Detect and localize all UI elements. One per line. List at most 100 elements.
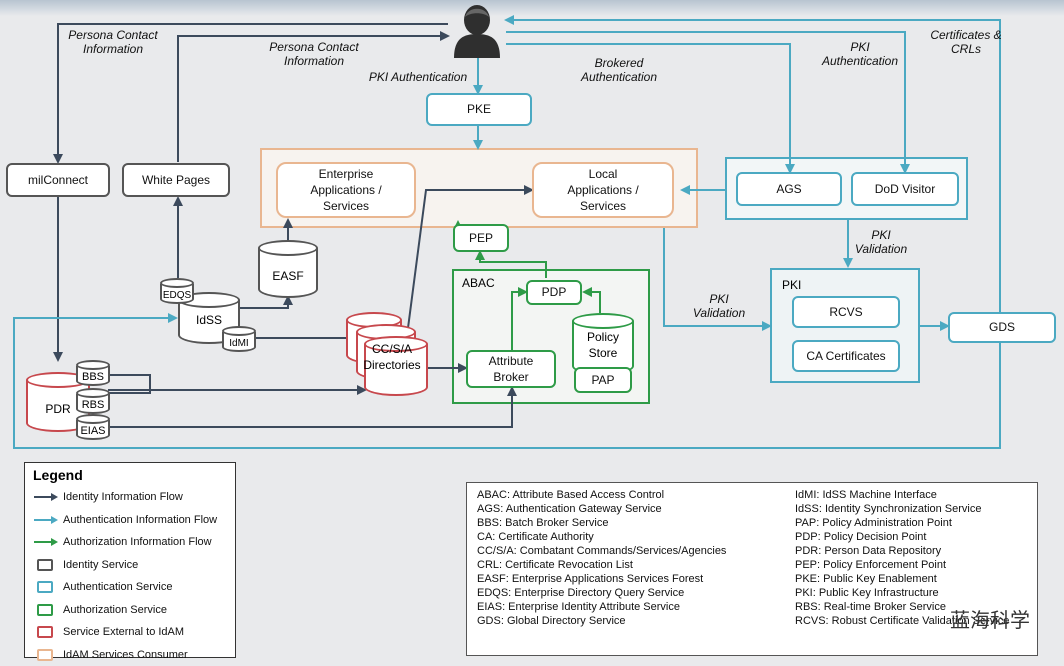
pdr-label: PDR <box>45 402 71 417</box>
bbs-top <box>76 360 110 370</box>
dod-visitor-label: DoD Visitor <box>874 181 936 196</box>
abbreviation-item: EIAS: Enterprise Identity Attribute Serv… <box>477 601 680 613</box>
label-persona-contact-1: Persona Contact Information <box>68 28 158 57</box>
abbreviation-item: PAP: Policy Administration Point <box>795 517 952 529</box>
eias-body <box>76 420 110 440</box>
pdp-label: PDP <box>541 285 567 300</box>
legend-swatch-icon <box>37 603 53 616</box>
pki-title: PKI <box>782 278 802 292</box>
legend-item-label: Identity Information Flow <box>63 491 183 503</box>
legend-arrow-icon <box>34 493 58 501</box>
idmi-database[interactable]: IdMI <box>222 326 256 352</box>
legend-item: Authorization Service <box>33 603 167 616</box>
abbreviation-item: RCVS: Robust Certificate Validation Serv… <box>795 615 1010 627</box>
milconnect-node[interactable]: milConnect <box>6 163 110 197</box>
ccsa-body <box>364 344 428 396</box>
abbreviation-item: IdSS: Identity Synchronization Service <box>795 503 982 515</box>
legend-swatch-icon <box>37 558 53 571</box>
eias-top <box>76 414 110 424</box>
pep-node[interactable]: PEP <box>453 224 509 252</box>
milconnect-label: milConnect <box>27 172 89 187</box>
user-icon <box>448 2 506 58</box>
idmi-body <box>222 332 256 352</box>
eias-database[interactable]: EIAS <box>76 414 110 440</box>
label-certificates-crls: Certificates & CRLs <box>930 28 1002 57</box>
ags-label: AGS <box>776 181 802 196</box>
pep-label: PEP <box>468 230 493 245</box>
legend-item-label: Authorization Information Flow <box>63 536 212 548</box>
white-pages-label: White Pages <box>141 172 211 187</box>
ccsa-directories-database[interactable] <box>364 336 428 396</box>
legend-swatch-icon <box>37 626 53 638</box>
rcvs-node[interactable]: RCVS <box>792 296 900 328</box>
ca-certificates-node[interactable]: CA Certificates <box>792 340 900 372</box>
abbreviation-item: RBS: Real-time Broker Service <box>795 601 946 613</box>
abbreviation-item: PEP: Policy Enforcement Point <box>795 559 947 571</box>
label-pki-authentication-2: PKI Authentication <box>821 40 899 69</box>
bbs-body <box>76 366 110 386</box>
pke-label: PKE <box>466 102 491 117</box>
ccsa-top <box>364 336 428 352</box>
legend-item-label: IdAM Services Consumer <box>63 648 188 661</box>
rcvs-label: RCVS <box>829 304 863 319</box>
legend-title: Legend <box>33 467 83 483</box>
abbreviation-item: AGS: Authentication Gateway Service <box>477 503 662 515</box>
attribute-broker-node[interactable]: Attribute Broker <box>466 350 556 388</box>
edqs-database[interactable]: EDQS <box>160 278 194 304</box>
legend-swatch-icon <box>37 648 53 661</box>
abbreviation-item: EDQS: Enterprise Directory Query Service <box>477 587 685 599</box>
legend-item-label: Service External to IdAM <box>63 626 185 638</box>
ca-certificates-label: CA Certificates <box>806 348 886 363</box>
abbreviation-item: CRL: Certificate Revocation List <box>477 559 633 571</box>
pap-label: PAP <box>591 372 615 387</box>
gds-label: GDS <box>988 320 1015 335</box>
dod-visitor-node[interactable]: DoD Visitor <box>851 172 959 206</box>
enterprise-apps-label: Enterprise Applications / Services <box>310 166 382 214</box>
ccsa-label: CC/S/A Directories <box>363 342 421 372</box>
rbs-database[interactable]: RBS <box>76 388 110 414</box>
pap-node[interactable]: PAP <box>574 367 632 393</box>
local-apps-node[interactable]: Local Applications / Services <box>532 162 674 218</box>
pke-node[interactable]: PKE <box>426 93 532 126</box>
gds-node[interactable]: GDS <box>948 312 1056 343</box>
easf-database[interactable]: EASF <box>258 240 318 298</box>
legend-item: Service External to IdAM <box>33 626 184 638</box>
label-pki-validation-2: PKI Validation <box>692 292 746 321</box>
legend-item: Identity Service <box>33 558 138 571</box>
abbreviation-item: BBS: Batch Broker Service <box>477 517 609 529</box>
policy-store-database[interactable]: Policy Store <box>572 313 634 375</box>
abbreviation-item: ABAC: Attribute Based Access Control <box>477 489 665 501</box>
legend-swatch-icon <box>37 581 53 593</box>
edqs-top <box>160 278 194 288</box>
legend-item: Authentication Information Flow <box>33 514 217 526</box>
local-apps-label: Local Applications / Services <box>567 166 639 214</box>
easf-body <box>258 248 318 298</box>
label-brokered-authentication: Brokered Authentication <box>580 56 658 85</box>
policy-store-label: Policy Store <box>586 330 619 360</box>
abbreviation-item: PKE: Public Key Enablement <box>795 573 937 585</box>
bbs-label: BBS <box>81 371 104 384</box>
enterprise-apps-node[interactable]: Enterprise Applications / Services <box>276 162 416 218</box>
edqs-body <box>160 284 194 304</box>
easf-top <box>258 240 318 256</box>
label-persona-contact-2: Persona Contact Information <box>269 40 359 69</box>
legend-arrow-icon <box>34 515 58 524</box>
ags-node[interactable]: AGS <box>736 172 842 206</box>
abbreviation-item: CC/S/A: Combatant Commands/Services/Agen… <box>477 545 727 557</box>
label-pki-authentication-1: PKI Authentication <box>368 70 468 84</box>
white-pages-node[interactable]: White Pages <box>122 163 230 197</box>
easf-label: EASF <box>272 269 304 284</box>
legend-item-label: Authentication Service <box>63 581 173 593</box>
rbs-label: RBS <box>81 399 105 412</box>
edqs-label: EDQS <box>162 290 192 301</box>
idss-label: IdSS <box>195 313 222 328</box>
legend-item: Authorization Information Flow <box>33 536 212 548</box>
bbs-database[interactable]: BBS <box>76 360 110 386</box>
pdp-node[interactable]: PDP <box>526 280 582 305</box>
rbs-body <box>76 394 110 414</box>
legend-item-label: Authentication Information Flow <box>63 513 218 526</box>
